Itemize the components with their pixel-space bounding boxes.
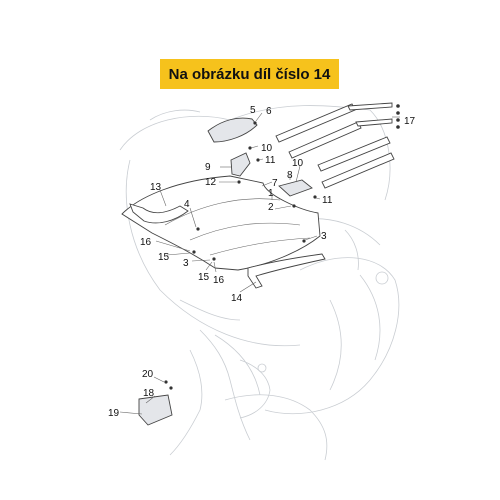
callout-label: 16	[213, 275, 225, 286]
screw-icon	[192, 146, 317, 261]
callout-label: 17	[404, 116, 416, 127]
screw-icon	[169, 386, 173, 390]
title-text: Na obrázku díl číslo 14	[168, 65, 331, 83]
scooter-frame-ghost	[119, 105, 400, 461]
callout-label: 11	[322, 195, 333, 206]
part-footboard	[121, 175, 321, 271]
callout-label: 18	[143, 388, 155, 399]
callout-label: 3	[183, 258, 189, 269]
callout-label: 19	[108, 408, 120, 419]
part-left-trim	[129, 203, 189, 224]
part-small-cover	[278, 179, 313, 197]
callout-label: 5	[250, 105, 256, 116]
callout-label: 4	[184, 199, 190, 210]
callout-label: 10	[261, 143, 273, 154]
callout-label: 20	[142, 369, 154, 380]
callout-label: 15	[158, 252, 170, 263]
callout-label: 15	[198, 272, 210, 283]
part-bracket	[230, 152, 251, 177]
title-banner: Na obrázku díl číslo 14	[160, 59, 339, 89]
part-14-trim	[247, 253, 326, 289]
part-small-panel	[138, 394, 173, 426]
part-cover-plate	[207, 117, 258, 143]
callout-numbers: 5 6 17 10 9 11 12 7 10 8 13 4 1 2 11 16 …	[108, 105, 416, 419]
callout-label: 12	[205, 177, 217, 188]
leader-lines	[119, 112, 400, 415]
callout-label: 3	[321, 231, 327, 242]
callout-label: 11	[265, 155, 276, 166]
callout-label: 8	[287, 170, 293, 181]
callout-label: 2	[268, 202, 274, 213]
callout-label: 1	[268, 188, 274, 199]
callout-label: 7	[272, 178, 278, 189]
callout-label: 10	[292, 158, 304, 169]
screw-icon	[253, 121, 257, 125]
screw-icon	[164, 380, 168, 384]
clip-icon	[396, 104, 400, 129]
callout-label: 16	[140, 237, 152, 248]
callout-label: 13	[150, 182, 162, 193]
callout-label: 9	[205, 162, 211, 173]
callout-label: 6	[266, 106, 272, 117]
part-side-rails	[275, 102, 395, 189]
callout-label: 14	[231, 293, 243, 304]
